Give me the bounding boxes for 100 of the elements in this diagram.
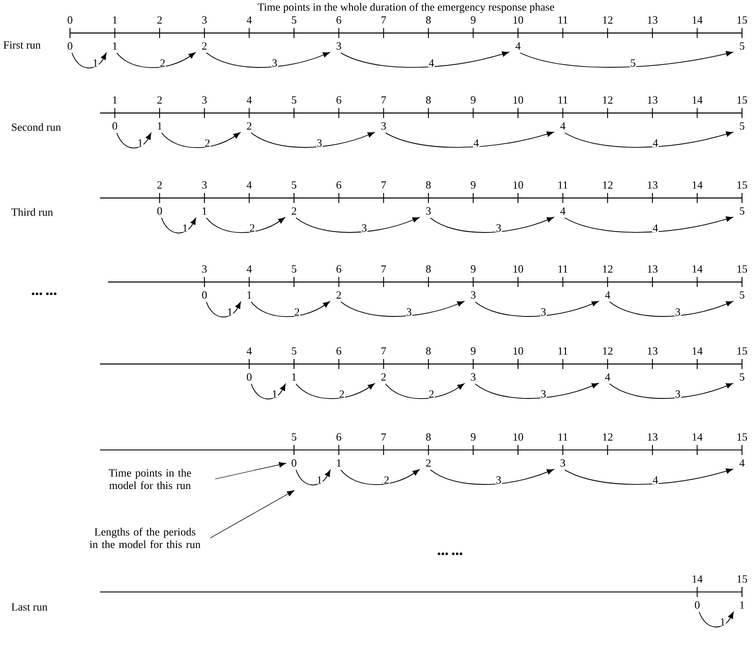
arrow <box>296 217 420 233</box>
edge-label: 4 <box>652 224 659 232</box>
tick-label: 12 <box>603 265 612 273</box>
arrow <box>116 52 196 68</box>
arrow <box>296 383 375 399</box>
row-label: First run <box>4 41 41 49</box>
edge-label: 3 <box>674 390 682 398</box>
tick-label: 6 <box>336 265 342 273</box>
tick-label: 11 <box>558 433 568 441</box>
tick-label: 10 <box>513 96 524 104</box>
time-point-label: 0 <box>694 601 700 609</box>
title: Time points in the whole duration of the emergency response phase <box>258 2 554 14</box>
edge-label: 2 <box>428 390 435 398</box>
tick-label: 15 <box>737 96 748 104</box>
tick-label: 9 <box>470 347 476 355</box>
tick-label: 9 <box>470 265 476 273</box>
tick-label: 8 <box>426 16 431 24</box>
time-point-label: 2 <box>426 459 431 467</box>
tick-label: 3 <box>202 181 207 189</box>
time-point-label: 1 <box>337 459 341 467</box>
tick-label: 6 <box>336 96 342 104</box>
tick-label: 7 <box>382 347 386 355</box>
ellipsis: ••• ••• <box>438 552 462 556</box>
time-point-label: 3 <box>470 373 476 381</box>
time-point-label: 5 <box>740 122 744 130</box>
arrow <box>340 51 509 68</box>
arrow <box>116 132 152 148</box>
tick-label: 5 <box>292 433 296 441</box>
tick-label: 12 <box>603 96 612 104</box>
time-point-label: 0 <box>246 373 252 381</box>
edge-label: 2 <box>204 138 211 148</box>
row-label: ••• ••• <box>32 292 56 296</box>
tick-label: 12 <box>603 16 612 24</box>
time-point-label: 0 <box>292 459 296 467</box>
tick-label: 6 <box>336 16 342 24</box>
arrow <box>520 50 733 68</box>
time-point-label: 5 <box>740 291 744 299</box>
tick-label: 8 <box>426 181 431 189</box>
arrow <box>385 131 554 148</box>
time-point-label: 1 <box>202 207 206 215</box>
edge-label: 1 <box>92 58 99 68</box>
edge-label: 3 <box>540 308 547 316</box>
tick-label: 14 <box>692 347 703 355</box>
row-label: Last run <box>12 603 48 611</box>
arrow <box>340 469 420 485</box>
tick-label: 15 <box>737 575 748 583</box>
arrow <box>474 301 599 317</box>
tick-label: 4 <box>246 96 252 104</box>
edge-label: 2 <box>294 308 300 316</box>
arrow <box>564 216 733 233</box>
tick-label: 15 <box>737 16 748 24</box>
tick-label: 12 <box>603 347 612 355</box>
arrow <box>206 302 241 318</box>
edge-label: 2 <box>383 476 390 484</box>
time-point-label: 0 <box>157 207 162 215</box>
arrow <box>609 301 733 317</box>
arrow <box>250 301 330 317</box>
edge-label: 3 <box>271 58 278 68</box>
arrow <box>72 52 106 68</box>
tick-label: 8 <box>426 433 431 441</box>
tick-label: 5 <box>292 16 296 24</box>
arrow <box>206 52 330 68</box>
tick-label: 13 <box>648 347 658 355</box>
tick-label: 14 <box>692 181 703 189</box>
tick-label: 9 <box>470 181 476 189</box>
tick-label: 11 <box>558 96 568 104</box>
tick-label: 5 <box>292 181 296 189</box>
arrow <box>250 132 375 148</box>
tick-label: 10 <box>513 181 524 189</box>
tick-label: 3 <box>202 96 207 104</box>
time-point-label: 0 <box>202 291 207 299</box>
time-point-label: 5 <box>740 207 744 215</box>
tick-label: 5 <box>292 96 296 104</box>
arrow <box>564 468 733 485</box>
tick-label: 13 <box>648 433 658 441</box>
edge-label: 1 <box>719 618 726 626</box>
annotation-text: Time points in the model for this run <box>108 468 191 490</box>
time-point-label: 3 <box>470 291 476 299</box>
edge-label: 3 <box>495 224 502 232</box>
tick-label: 12 <box>603 433 612 441</box>
edge-label: 3 <box>316 138 323 148</box>
tick-label: 6 <box>336 181 342 189</box>
time-point-label: 1 <box>158 122 162 130</box>
edge-label: 3 <box>674 308 682 316</box>
arrow <box>430 469 554 485</box>
arrow <box>296 470 330 486</box>
tick-label: 11 <box>558 265 568 273</box>
time-point-label: 4 <box>605 373 610 381</box>
tick-label: 2 <box>157 96 162 104</box>
edge-label: 1 <box>271 390 278 398</box>
tick-label: 8 <box>426 96 431 104</box>
tick-label: 4 <box>246 181 252 189</box>
arrow <box>564 131 733 148</box>
tick-label: 9 <box>470 96 476 104</box>
tick-label: 10 <box>513 265 524 273</box>
edge-label: 4 <box>652 476 659 484</box>
tick-label: 14 <box>692 16 703 24</box>
tick-label: 11 <box>558 181 568 189</box>
edge-label: 5 <box>630 58 636 68</box>
tick-label: 7 <box>382 96 386 104</box>
